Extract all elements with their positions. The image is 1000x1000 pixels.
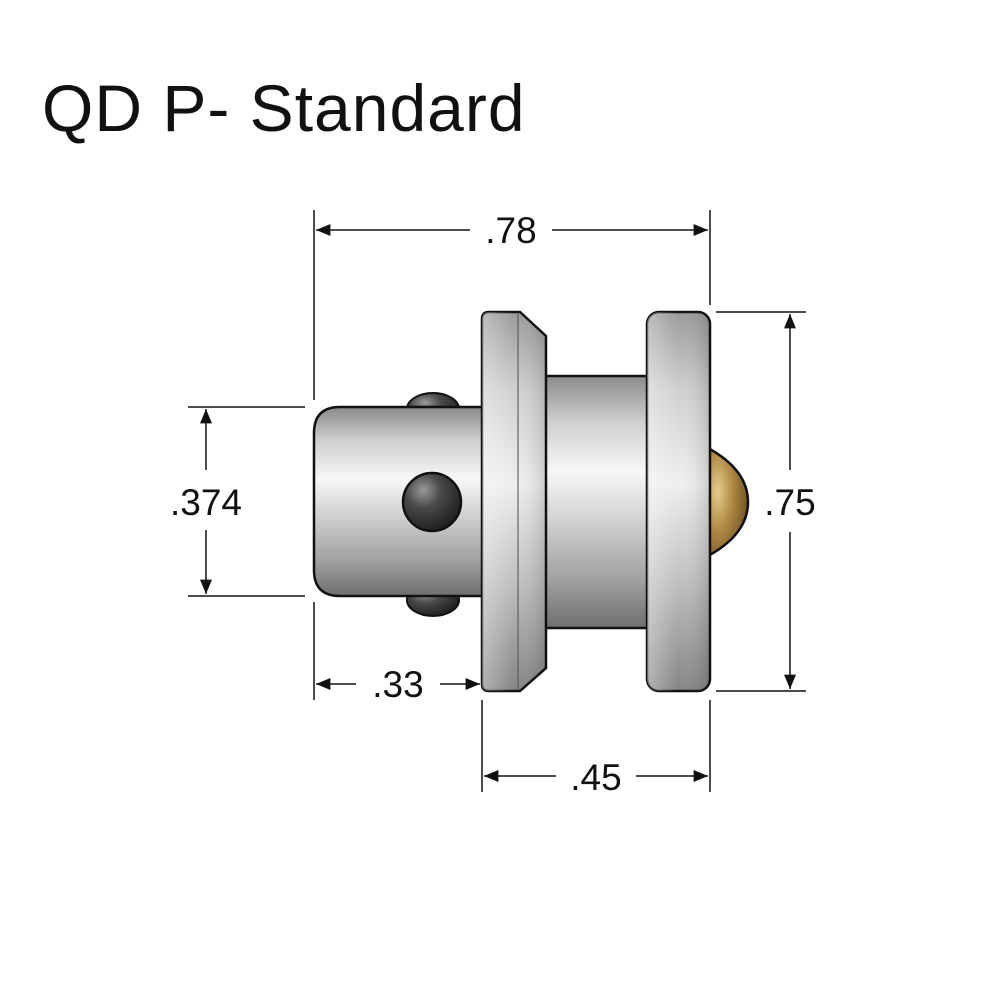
dim-shank-length: .33 [372,664,423,705]
dim-body-length: .45 [570,757,621,798]
dim-overall-length: .78 [485,210,536,251]
brass-plunger [706,445,750,559]
shank [312,405,486,598]
dim-flange-diameter: .75 [764,482,815,523]
detent-ball-center [401,471,463,533]
extension-lines [188,210,806,792]
page-title: QD P- Standard [42,71,526,145]
dim-shank-diameter: .374 [170,482,242,523]
dimension-lines [200,224,796,782]
quick-detach-stud [312,310,750,693]
body-cylinder [536,374,656,630]
